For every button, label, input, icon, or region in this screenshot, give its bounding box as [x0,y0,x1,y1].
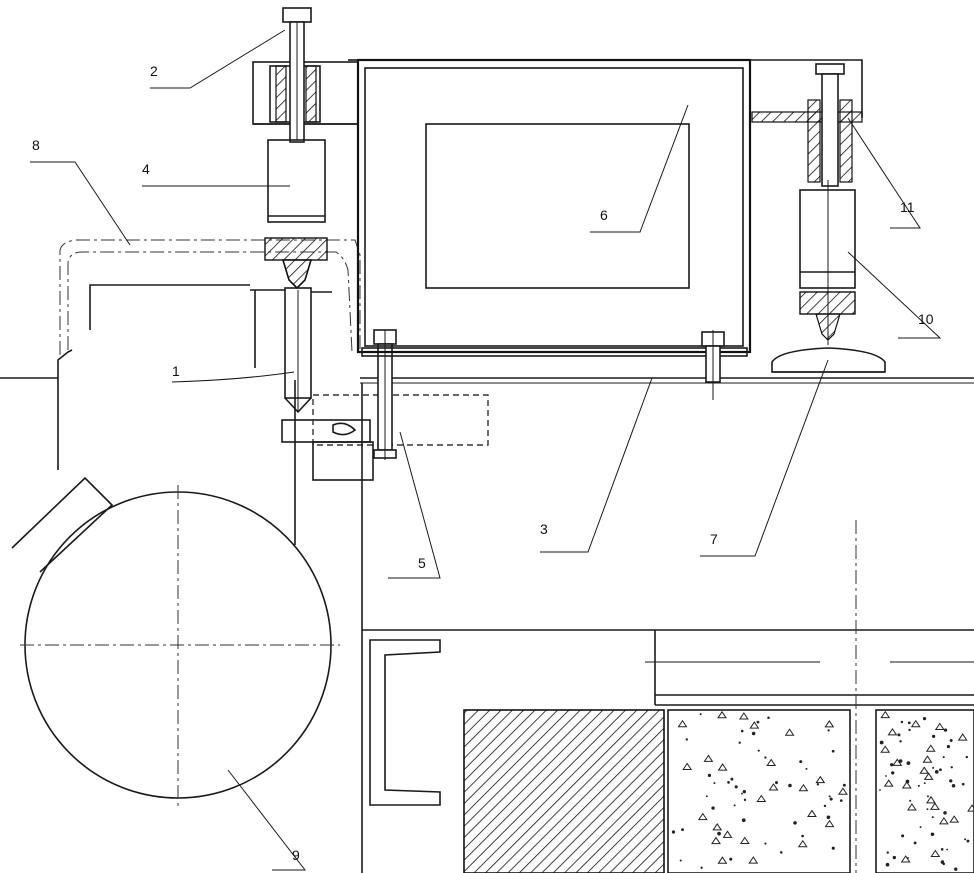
callout-8: 8 [32,137,40,153]
clamp-block [281,329,489,481]
load-cell-right [799,180,856,345]
support-pin [250,287,332,414]
container-bolt [701,330,725,400]
adjusting-bolt-left [282,7,312,143]
floor-line [0,377,974,384]
container [348,58,752,357]
housing-outline [57,239,361,545]
load-cell-left [264,139,328,290]
concrete-texture [671,710,974,871]
callout-11: 11 [900,199,915,215]
callout-10: 10 [918,311,934,327]
callout-7: 7 [710,531,718,547]
callout-3: 3 [540,521,548,537]
callout-5: 5 [418,555,426,571]
callout-2: 2 [150,63,158,79]
callout-4: 4 [142,161,150,177]
leader-lines [30,29,942,871]
callout-labels: 1 2 3 4 5 6 7 8 9 10 11 [32,63,934,863]
callout-1: 1 [172,363,180,379]
lower-structure [361,383,974,873]
callout-9: 9 [292,847,300,863]
top-left-bracket [252,61,359,125]
callout-6: 6 [600,207,608,223]
support-pad [771,347,886,373]
drum [11,476,340,810]
right-bracket [750,59,863,187]
